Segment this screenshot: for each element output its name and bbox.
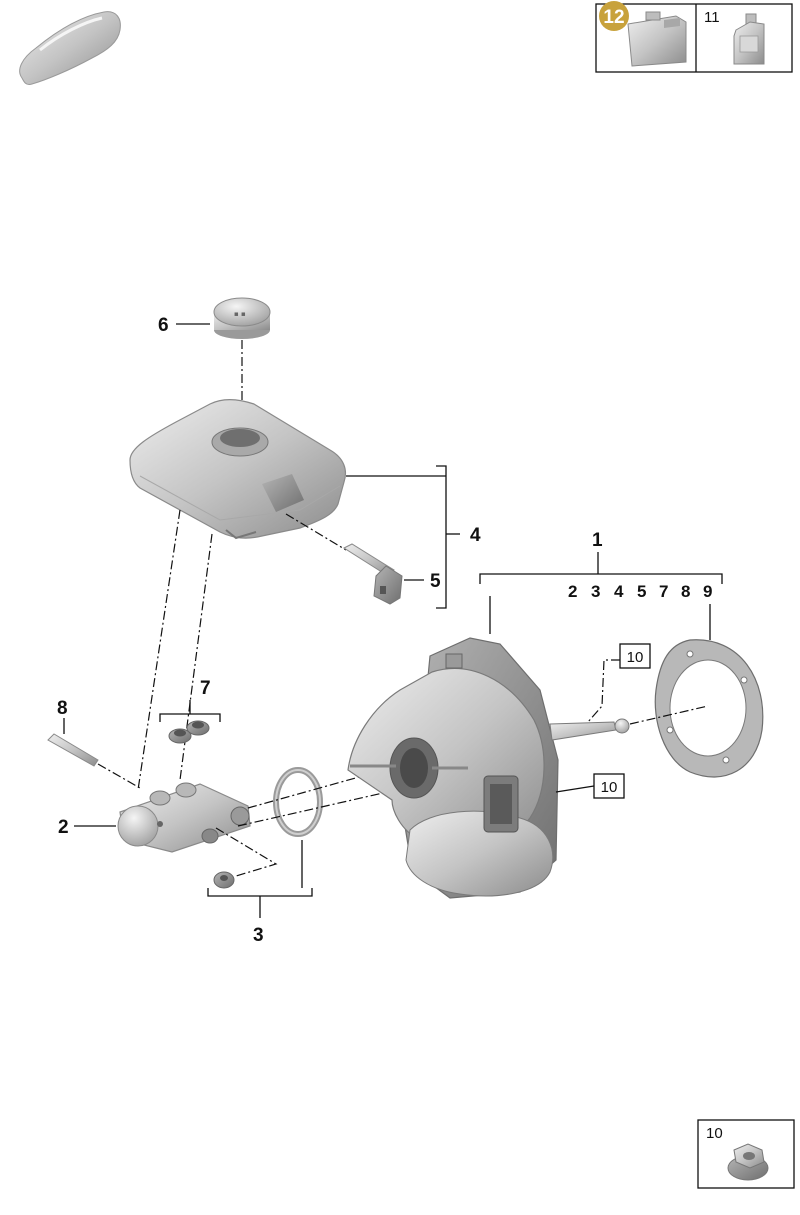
subpart-2: 2 [568,582,577,601]
brake-booster [347,637,630,899]
bottle-label: 11 [704,9,720,26]
callout-5: 5 [430,571,441,592]
callout-6: 6 [158,315,169,336]
reservoir-cap: ▪ ▪ [213,297,271,339]
car-silhouette-icon [19,11,121,85]
subpart-7: 7 [659,582,668,601]
brake-master-cylinder [117,782,251,853]
nut-label: 10 [706,1125,723,1142]
flange-nut-icon [727,1143,769,1181]
reservoir-seals [168,720,210,744]
badge-circle [599,1,629,31]
subpart-3: 3 [591,582,600,601]
fluids-reference-box: 12 11 [595,1,793,73]
subpart-4: 4 [614,582,624,601]
sealing-o-ring [273,767,323,837]
callout-10b: 10 [601,779,618,796]
callout-4: 4 [470,525,481,546]
fluid-bottle-icon [733,13,765,65]
nut-reference-box: 10 [697,1119,795,1189]
brake-fluid-reservoir [129,398,347,540]
assembly-1-subparts: 2 3 4 5 7 8 [568,582,690,601]
retaining-pin [47,733,99,767]
callout-10-box-b [593,773,625,799]
master-cylinder-nut [213,871,235,889]
fluid-canister-icon [627,11,687,67]
callout-8: 8 [57,698,68,719]
callout-7: 7 [200,678,211,699]
callout-9: 9 [703,582,712,601]
callout-10-box-a [619,643,651,669]
svg-text:▪ ▪: ▪ ▪ [234,310,246,318]
badge-label: 12 [603,7,624,28]
callout-1: 1 [592,530,603,551]
callout-2: 2 [58,817,69,838]
fluid-level-sensor [342,543,403,605]
subpart-5: 5 [637,582,646,601]
subpart-8: 8 [681,582,690,601]
booster-gasket [654,639,764,778]
callout-3: 3 [253,925,264,946]
callout-10a: 10 [627,649,644,666]
